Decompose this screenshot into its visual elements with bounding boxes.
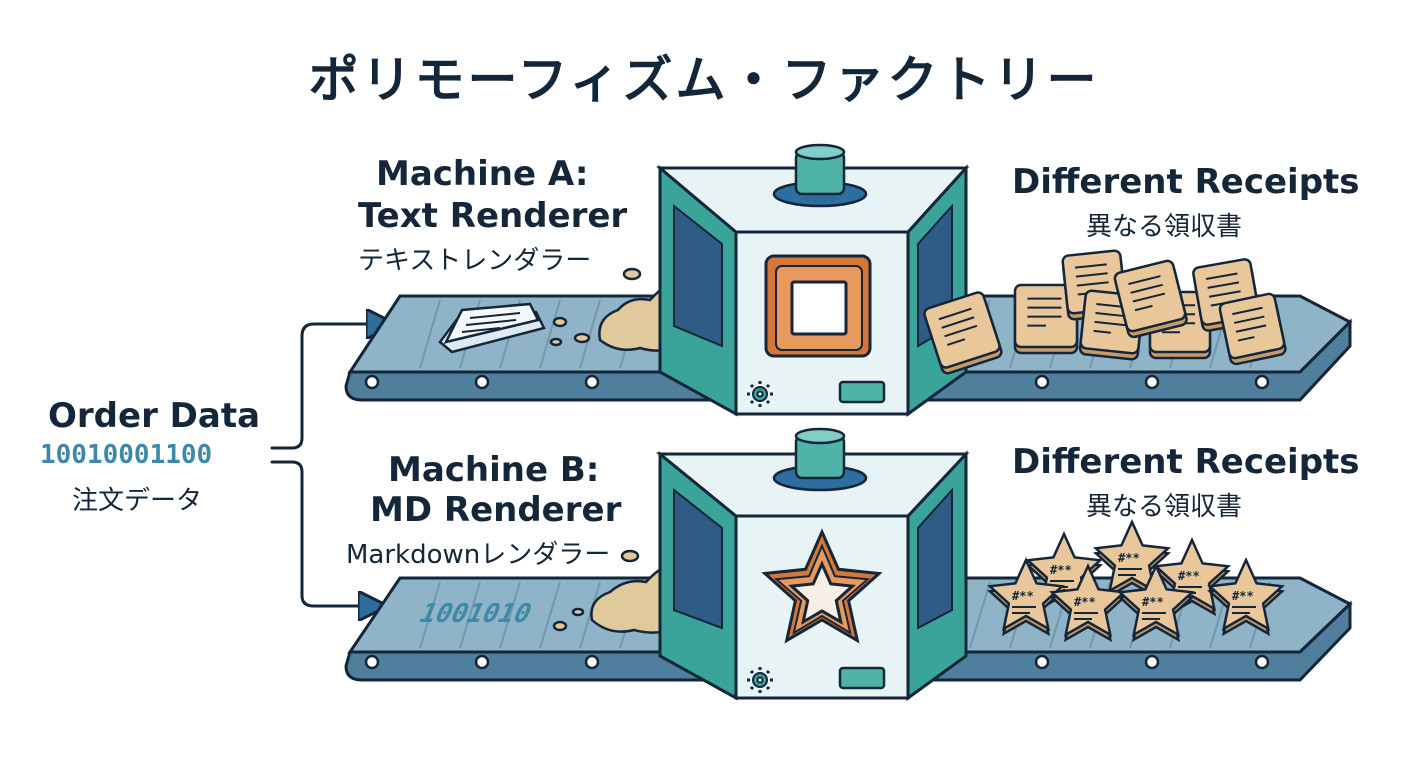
machine-a-role: Text Renderer [358,196,628,236]
machine-a-name: Machine A: [376,154,589,194]
receipts-a-label: Different Receipts [1012,162,1360,202]
receipt-star-mark: #** [1232,589,1254,603]
machine-b-star-frame [761,528,883,644]
receipts-b-label: Different Receipts [1012,442,1360,482]
machine-a-panel [838,380,886,404]
receipt-square [923,291,1003,375]
receipt-star: #** [1117,562,1195,643]
machine-b-role: MD Renderer [370,490,622,530]
belt-b-binary: 1001010 [417,598,534,629]
receipt-square [1113,259,1188,339]
machine-b-panel [838,666,886,690]
order-paper-a [438,302,546,354]
receipt-star-mark: #** [1074,595,1096,609]
receipt-star-mark: #** [1178,569,1200,583]
machine-b-name: Machine B: [388,450,600,490]
receipt-stack-a [923,249,1287,375]
machine-a [655,143,970,417]
diagram-title: ポリモーフィズム・ファクトリー [308,51,1100,109]
receipt-star: #** [1207,556,1285,637]
order-data-binary: 10010001100 [40,440,213,470]
order-data-label-jp: 注文データ [72,486,203,516]
machine-b-role-jp: Markdownレンダラー [346,540,611,570]
receipt-star: #** [1049,562,1127,643]
star-receipt-stack-b: #** #** #** #** #** #** #** [987,518,1285,643]
branch-line-top [270,324,384,450]
receipt-square [1013,283,1079,355]
machine-a-role-jp: テキストレンダラー [358,246,592,276]
receipt-star-mark: #** [1142,595,1164,609]
branch-line-bottom [270,460,376,606]
machine-a-gear-icon [747,381,773,407]
receipt-star-mark: #** [1012,589,1034,603]
receipt-star-mark: #** [1050,563,1072,577]
machine-a-square-frame [764,254,872,358]
machine-b [655,427,970,701]
receipt-star-mark: #** [1118,551,1140,565]
branch-connector [270,324,384,606]
receipts-b-label-jp: 異なる領収書 [1086,492,1243,522]
order-data-label: Order Data [48,396,261,436]
receipt-star: #** [987,556,1065,637]
receipts-a-label-jp: 異なる領収書 [1086,212,1243,242]
machine-b-gear-icon [747,667,773,693]
receipt-square [1218,292,1287,366]
